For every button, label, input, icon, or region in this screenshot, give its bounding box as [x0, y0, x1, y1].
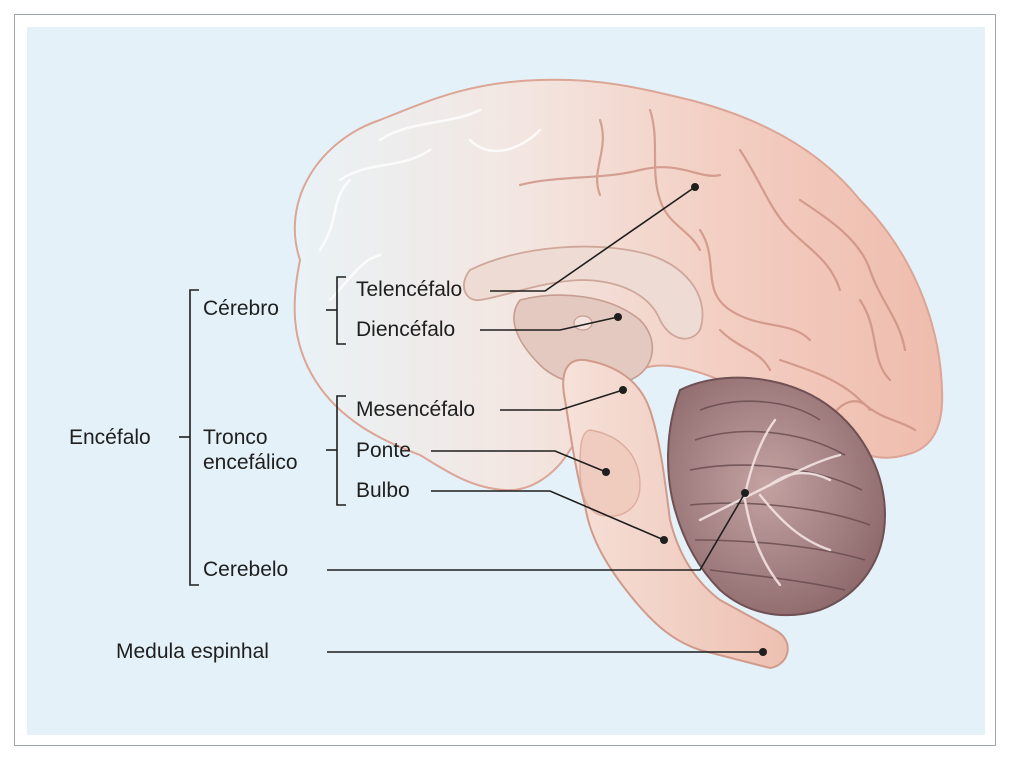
encefalo-bracket	[189, 289, 199, 586]
cerebellum	[667, 376, 887, 617]
diencefalo-leader	[480, 316, 619, 331]
brainstem	[562, 358, 789, 670]
label-encefalo: Encéfalo	[69, 426, 151, 449]
label-cerebelo: Cerebelo	[203, 558, 289, 581]
telencefalo-leader	[490, 186, 696, 292]
ponte-leader	[431, 450, 607, 473]
leader-lines	[327, 186, 763, 653]
label-tronco-encefalico-line2: encefálico	[203, 451, 298, 474]
label-tronco-encefalico-line1: Tronco	[203, 426, 268, 449]
arbor-vitae	[698, 418, 842, 587]
label-telencefalo: Telencéfalo	[356, 278, 463, 301]
label-cerebro: Cérebro	[203, 297, 279, 320]
corpus-callosum	[463, 245, 704, 340]
leader-dots	[602, 183, 767, 656]
label-bulbo: Bulbo	[356, 479, 410, 502]
mesencefalo-leader	[500, 389, 624, 411]
bulbo-leader	[431, 490, 665, 541]
cortex-sulci-faint	[318, 108, 542, 302]
cortex-sulci	[518, 108, 917, 432]
pons-bulge	[579, 429, 641, 517]
label-diencefalo: Diencéfalo	[356, 318, 456, 341]
cerebelo-leader	[327, 492, 746, 571]
label-ponte: Ponte	[356, 439, 411, 462]
brackets	[179, 276, 346, 586]
label-medula-espinhal: Medula espinhal	[116, 640, 269, 663]
label-mesencefalo: Mesencéfalo	[356, 398, 476, 421]
